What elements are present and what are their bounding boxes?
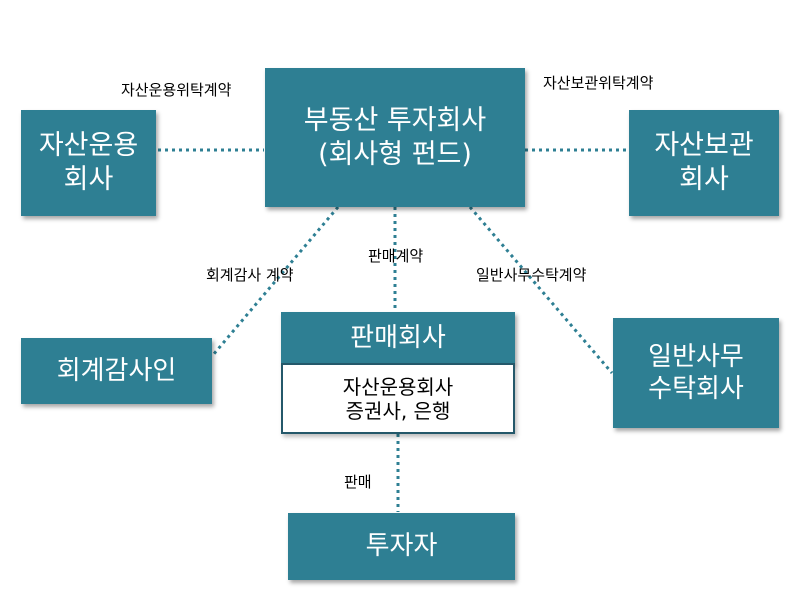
fund-label: 부동산 투자회사 (회사형 펀드) xyxy=(303,104,487,170)
sales-box: 판매회사 xyxy=(281,312,515,364)
custody-label: 자산보관 회사 xyxy=(654,130,754,195)
edge-label-audit: 회계감사 계약 xyxy=(206,266,294,284)
edge-label-custody: 자산보관위탁계약 xyxy=(543,74,654,92)
asset-mgmt-box: 자산운용 회사 xyxy=(21,110,156,216)
edge-label-sale: 판매 xyxy=(344,473,372,491)
fund-box: 부동산 투자회사 (회사형 펀드) xyxy=(265,68,525,207)
sales-label: 판매회사 xyxy=(350,322,446,353)
edge-auditor xyxy=(211,206,340,356)
edge-label-sales: 판매계약 xyxy=(368,247,424,265)
admin-box: 일반사무 수탁회사 xyxy=(613,318,779,428)
investor-label: 투자자 xyxy=(365,531,438,562)
sales-detail-label: 자산운용회사 증권사, 은행 xyxy=(342,374,454,423)
auditor-label: 회계감사인 xyxy=(56,355,177,386)
edge-label-asset-mgmt: 자산운용위탁계약 xyxy=(121,81,232,99)
asset-mgmt-label: 자산운용 회사 xyxy=(38,130,139,195)
edge-admin xyxy=(468,206,614,374)
auditor-box: 회계감사인 xyxy=(21,338,212,404)
investor-box: 투자자 xyxy=(288,513,515,580)
edge-label-admin: 일반사무수탁계약 xyxy=(476,266,587,284)
admin-label: 일반사무 수탁회사 xyxy=(648,341,744,405)
custody-box: 자산보관 회사 xyxy=(629,110,779,216)
sales-detail-box: 자산운용회사 증권사, 은행 xyxy=(281,363,515,434)
